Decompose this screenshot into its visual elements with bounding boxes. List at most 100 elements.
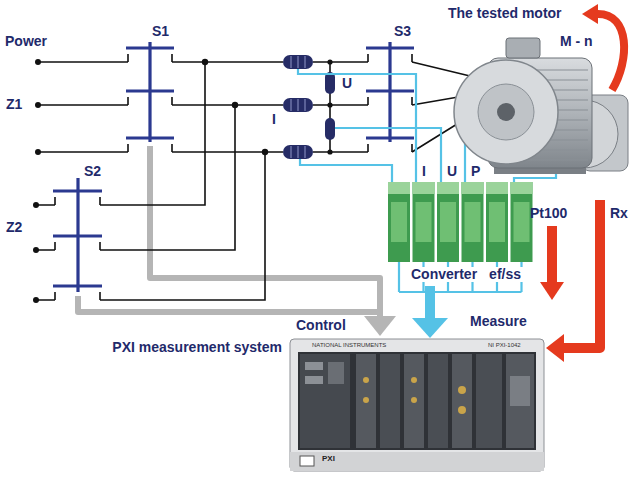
converter-module [462, 182, 484, 194]
voltage-transformer [325, 72, 335, 140]
converter-module [413, 182, 435, 262]
voltage-transformer [325, 72, 335, 94]
converter-module [462, 182, 484, 262]
pxi-chassis [363, 377, 369, 383]
sensor-label: Pt100 [530, 206, 567, 221]
terminal-dot [33, 202, 39, 208]
motor-illustration [506, 38, 540, 58]
sensor-label: I [272, 112, 276, 127]
pxi-chassis [363, 397, 369, 403]
switch-symbol [126, 42, 174, 142]
switch-symbol [53, 42, 414, 292]
signal-label: U [447, 164, 457, 179]
signal-line [335, 128, 441, 182]
pxi-chassis [428, 354, 448, 448]
sensor-label: U [342, 76, 352, 91]
torque-arrow [598, 14, 624, 90]
node-caption: Converter [409, 267, 479, 282]
power-wire [100, 62, 265, 300]
pxi-chassis [404, 354, 424, 448]
pxi-chassis [510, 376, 530, 406]
model-text: NI PXI-1042 [488, 342, 521, 349]
pxi-chassis [380, 354, 400, 448]
pxi-chassis [452, 354, 472, 448]
pxi-chassis [290, 339, 544, 471]
pxi-chassis [458, 386, 466, 394]
pxi-chassis [298, 352, 536, 450]
arrowhead [546, 334, 564, 362]
pxi-chassis [305, 376, 323, 384]
signal-line [464, 142, 466, 182]
converter-module [465, 202, 481, 242]
signal-line [298, 69, 416, 182]
connector-line [425, 286, 435, 318]
pxi-chassis [290, 452, 544, 471]
converter-module [511, 182, 533, 262]
pxi-chassis [506, 354, 534, 448]
power-wire [172, 62, 283, 152]
source-label: Power [5, 34, 47, 49]
source-label: Z2 [6, 220, 22, 235]
node-caption: ef/ss [487, 267, 523, 282]
arrowhead [412, 318, 448, 338]
converter-module [514, 202, 530, 242]
pxi-chassis [300, 354, 350, 448]
converter-module [388, 182, 533, 262]
temperature-arrow [547, 226, 557, 284]
power-wire [38, 62, 128, 152]
pxi-chassis [328, 362, 344, 384]
converter-module [388, 182, 410, 194]
terminal-dot [232, 102, 238, 108]
switch-label: S1 [152, 24, 169, 39]
control-label: Control [294, 318, 348, 333]
signal-line [298, 69, 556, 292]
switch-symbol [53, 178, 102, 292]
terminal-dot [327, 149, 332, 154]
motor-illustration [478, 84, 534, 140]
signal-label: P [471, 164, 480, 179]
voltage-transformer [325, 118, 335, 140]
terminal-dot [262, 149, 268, 155]
source-label: Z1 [6, 97, 22, 112]
control-arrowhead [364, 316, 396, 336]
converter-module [511, 182, 533, 194]
converter-module [486, 182, 508, 194]
terminal-dot [35, 102, 41, 108]
terminal-dot [33, 59, 333, 303]
pxi-node: PXI measurement system [288, 338, 546, 472]
converter-module [413, 182, 435, 194]
converter-module [391, 202, 407, 242]
pxi-chassis [411, 377, 417, 383]
motor-illustration [454, 38, 628, 174]
terminal-dot [35, 59, 41, 65]
torque-arrowhead [582, 4, 598, 24]
converter-module [486, 182, 508, 262]
signal-label: I [422, 164, 426, 179]
connector [546, 200, 600, 362]
terminal-dot [33, 247, 39, 253]
sensor-label: Rx [610, 206, 628, 221]
node-heading: The tested motor [448, 6, 562, 21]
edge-label: Measure [468, 314, 529, 329]
node-heading: PXI measurement system [112, 340, 282, 355]
motor-illustration [454, 60, 558, 164]
pxi-chassis [290, 339, 544, 471]
pxi-chassis [300, 456, 314, 466]
converter-module [388, 182, 410, 262]
pxi-chassis [356, 354, 376, 448]
brand-text: NATIONAL INSTRUMENTS [312, 342, 386, 349]
switch-label: S2 [84, 164, 101, 179]
temperature-arrowhead [540, 282, 564, 300]
terminal-dot [202, 59, 208, 65]
motor-illustration [497, 103, 515, 121]
pxi-chassis [458, 406, 466, 414]
converter-module [437, 182, 459, 262]
signal-line [300, 159, 392, 182]
converter-module [489, 202, 505, 242]
torque-label: M - n [560, 34, 593, 49]
pxi-chassis [411, 397, 417, 403]
terminal-dot [35, 149, 41, 155]
